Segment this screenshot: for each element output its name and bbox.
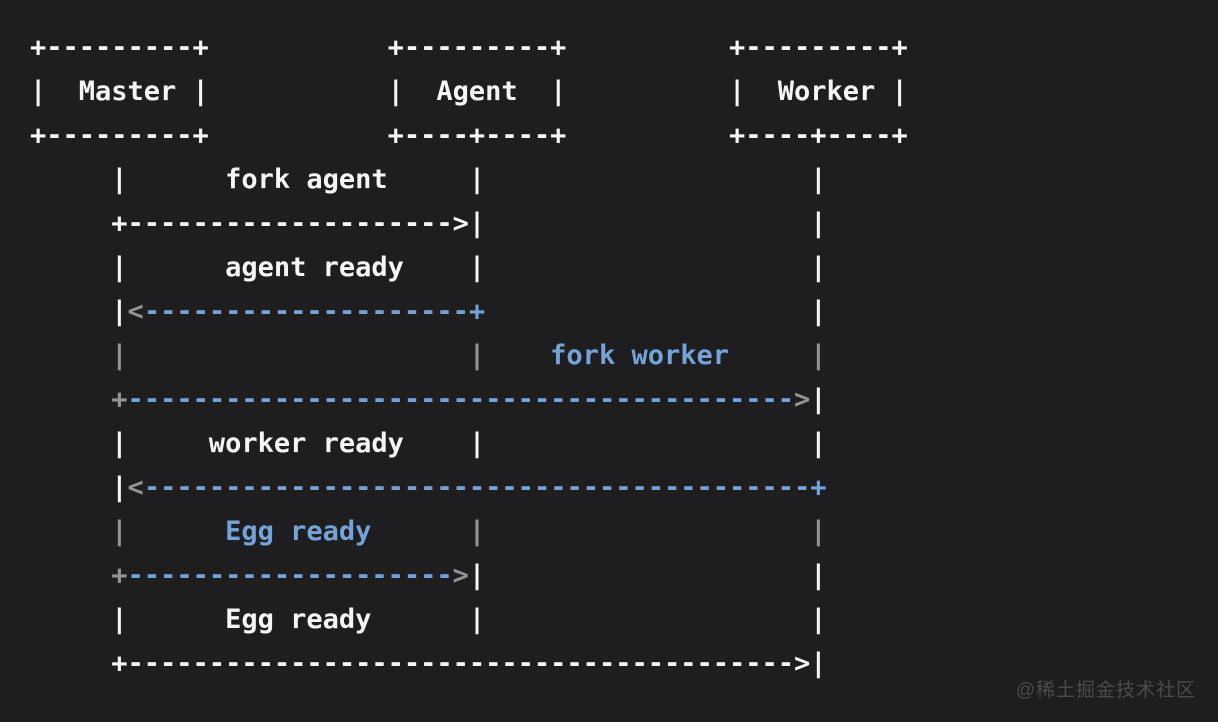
ascii-segment: | xyxy=(810,384,827,415)
ascii-line-9: +---------------------------------------… xyxy=(30,378,908,422)
ascii-line-8: | | fork worker | xyxy=(30,334,908,378)
ascii-segment: | xyxy=(485,296,827,327)
ascii-line-7: |<--------------------+ | xyxy=(30,290,908,334)
ascii-line-13: +-------------------->| | xyxy=(30,554,908,598)
ascii-line-5: +-------------------->| | xyxy=(30,202,908,246)
ascii-segment: +---------------------------------------… xyxy=(30,648,827,679)
ascii-segment: | | xyxy=(30,340,551,371)
ascii-segment: | agent ready | | xyxy=(30,252,827,283)
ascii-line-2: | Master | | Agent | | Worker | xyxy=(30,70,908,114)
ascii-segment: +---------+ +---------+ +---------+ xyxy=(30,32,908,63)
ascii-segment: > xyxy=(794,384,811,415)
ascii-line-11: |<--------------------------------------… xyxy=(30,466,908,510)
ascii-segment: ----------------------------------------… xyxy=(127,384,795,415)
ascii-segment: | | xyxy=(371,516,827,547)
ascii-line-1: +---------+ +---------+ +---------+ xyxy=(30,26,908,70)
ascii-segment: | | xyxy=(468,560,827,591)
ascii-segment: < xyxy=(127,472,144,503)
ascii-segment: < xyxy=(127,296,144,327)
ascii-line-3: +---------+ +----+----+ +----+----+ xyxy=(30,114,908,158)
ascii-segment: | xyxy=(30,516,226,547)
ascii-segment: | Egg ready | | xyxy=(30,604,827,635)
ascii-line-14: | Egg ready | | xyxy=(30,598,908,642)
ascii-segment: +---------+ +----+----+ +----+----+ xyxy=(30,120,908,151)
ascii-segment: | xyxy=(30,472,128,503)
ascii-segment: | fork agent | | xyxy=(30,164,827,195)
ascii-segment: | Master | | Agent | | Worker | xyxy=(30,76,908,107)
ascii-segment: | xyxy=(728,340,827,371)
ascii-segment: Egg ready xyxy=(225,516,372,547)
ascii-segment: | worker ready | | xyxy=(30,428,827,459)
ascii-sequence-diagram: +---------+ +---------+ +---------+ | Mas… xyxy=(30,26,908,686)
ascii-segment: > xyxy=(452,560,469,591)
ascii-segment: | xyxy=(30,296,128,327)
ascii-segment: + xyxy=(111,384,128,415)
ascii-line-12: | Egg ready | | xyxy=(30,510,908,554)
ascii-segment: fork worker xyxy=(550,340,729,371)
ascii-line-10: | worker ready | | xyxy=(30,422,908,466)
ascii-segment xyxy=(30,560,111,591)
ascii-segment: --------------------+ xyxy=(143,296,486,327)
ascii-segment: + xyxy=(111,560,128,591)
ascii-segment: -------------------- xyxy=(127,560,453,591)
ascii-line-15: +---------------------------------------… xyxy=(30,642,908,686)
ascii-segment: +-------------------->| | xyxy=(30,208,827,239)
ascii-segment: ----------------------------------------… xyxy=(143,472,827,503)
juejin-watermark: @稀土掘金技术社区 xyxy=(1015,680,1196,701)
ascii-line-4: | fork agent | | xyxy=(30,158,908,202)
ascii-segment xyxy=(30,384,111,415)
ascii-line-6: | agent ready | | xyxy=(30,246,908,290)
